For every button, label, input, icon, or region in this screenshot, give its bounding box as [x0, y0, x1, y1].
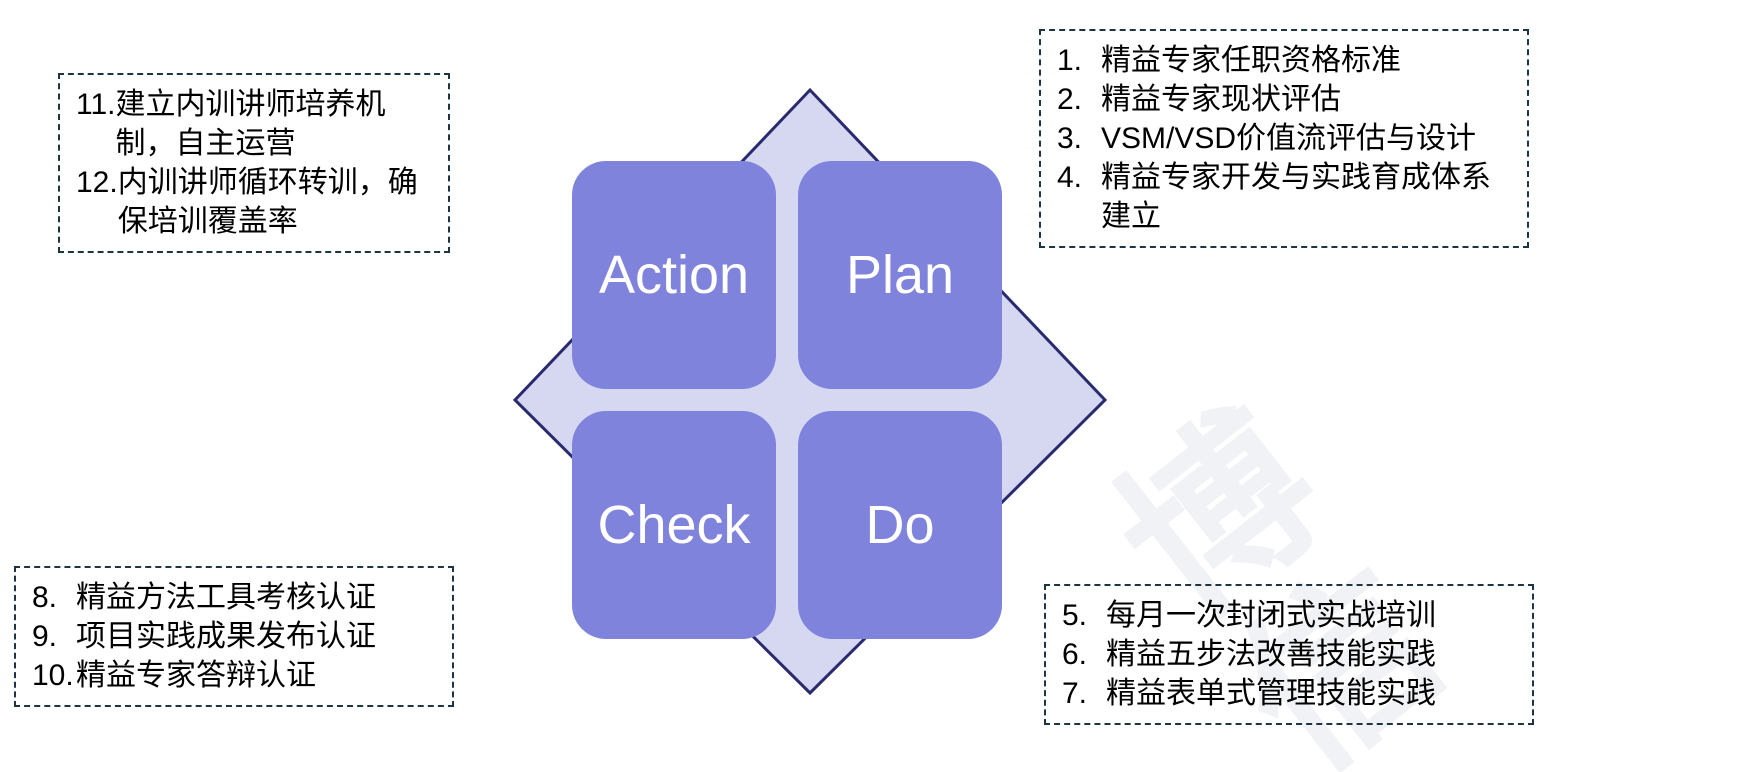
pdca-quadrant-check-label: Check	[597, 495, 751, 555]
note-line: 4. 精益专家开发与实践育成体系建立	[1057, 158, 1513, 236]
note-line-text: 精益专家任职资格标准	[1101, 44, 1401, 77]
note-line-text: 每月一次封闭式实战培训	[1106, 599, 1436, 632]
note-line: 11. 建立内训讲师培养机制，自主运营	[76, 85, 434, 163]
note-line-text: VSM/VSD价值流评估与设计	[1101, 122, 1477, 155]
note-line-number: 2.	[1057, 83, 1083, 116]
pdca-quadrant-plan[interactable]: Plan	[798, 161, 1002, 389]
note-box-do[interactable]: 5. 每月一次封闭式实战培训 6. 精益五步法改善技能实践 7. 精益表单式管理…	[1044, 584, 1534, 725]
note-line-number: 10.	[32, 659, 74, 692]
note-line: 7. 精益表单式管理技能实践	[1062, 674, 1518, 713]
note-line-number: 8.	[32, 581, 58, 614]
note-line: 2. 精益专家现状评估	[1057, 80, 1513, 119]
note-line-number: 3.	[1057, 122, 1083, 155]
pdca-quadrant-plan-label: Plan	[845, 245, 955, 305]
note-line-text: 精益专家开发与实践育成体系建立	[1101, 161, 1491, 233]
note-line-text: 建立内训讲师培养机制，自主运营	[115, 88, 386, 160]
pdca-quadrant-do-label: Do	[865, 495, 935, 555]
note-line: 10. 精益专家答辩认证	[32, 656, 438, 695]
note-line: 8. 精益方法工具考核认证	[32, 578, 438, 617]
pdca-quadrant-action-label: Action	[598, 245, 750, 305]
note-line-text: 精益表单式管理技能实践	[1106, 677, 1436, 710]
note-line: 9. 项目实践成果发布认证	[32, 617, 438, 656]
pdca-quadrant-check[interactable]: Check	[572, 411, 776, 639]
pdca-quadrant-action[interactable]: Action	[572, 161, 776, 389]
note-line-number: 12.	[76, 166, 118, 199]
note-line-number: 5.	[1062, 599, 1088, 632]
note-line: 3. VSM/VSD价值流评估与设计	[1057, 119, 1513, 158]
note-line-number: 1.	[1057, 44, 1083, 77]
pdca-quadrant-do[interactable]: Do	[798, 411, 1002, 639]
note-line-text: 项目实践成果发布认证	[76, 620, 376, 653]
pdca-cycle-diagram: Action Plan Check Do	[452, 62, 1132, 722]
note-line: 6. 精益五步法改善技能实践	[1062, 635, 1518, 674]
note-line-number: 7.	[1062, 677, 1088, 710]
note-line-number: 6.	[1062, 638, 1088, 671]
note-box-plan[interactable]: 1. 精益专家任职资格标准 2. 精益专家现状评估 3. VSM/VSD价值流评…	[1039, 29, 1529, 248]
note-line-text: 精益专家现状评估	[1101, 83, 1341, 116]
note-line: 12. 内训讲师循环转训，确保培训覆盖率	[76, 163, 434, 241]
note-line-text: 内训讲师循环转训，确保培训覆盖率	[117, 166, 418, 238]
note-line: 5. 每月一次封闭式实战培训	[1062, 596, 1518, 635]
note-line-text: 精益专家答辩认证	[76, 659, 316, 692]
note-box-check[interactable]: 8. 精益方法工具考核认证 9. 项目实践成果发布认证 10. 精益专家答辩认证	[14, 566, 454, 707]
note-line: 1. 精益专家任职资格标准	[1057, 41, 1513, 80]
note-line-text: 精益五步法改善技能实践	[1106, 638, 1436, 671]
note-line-number: 9.	[32, 620, 58, 653]
note-line-text: 精益方法工具考核认证	[76, 581, 376, 614]
pdca-diamond-backdrop	[512, 87, 1108, 696]
note-box-action[interactable]: 11. 建立内训讲师培养机制，自主运营 12. 内训讲师循环转训，确保培训覆盖率	[58, 73, 450, 253]
note-line-number: 4.	[1057, 161, 1083, 194]
note-line-number: 11.	[76, 88, 116, 121]
